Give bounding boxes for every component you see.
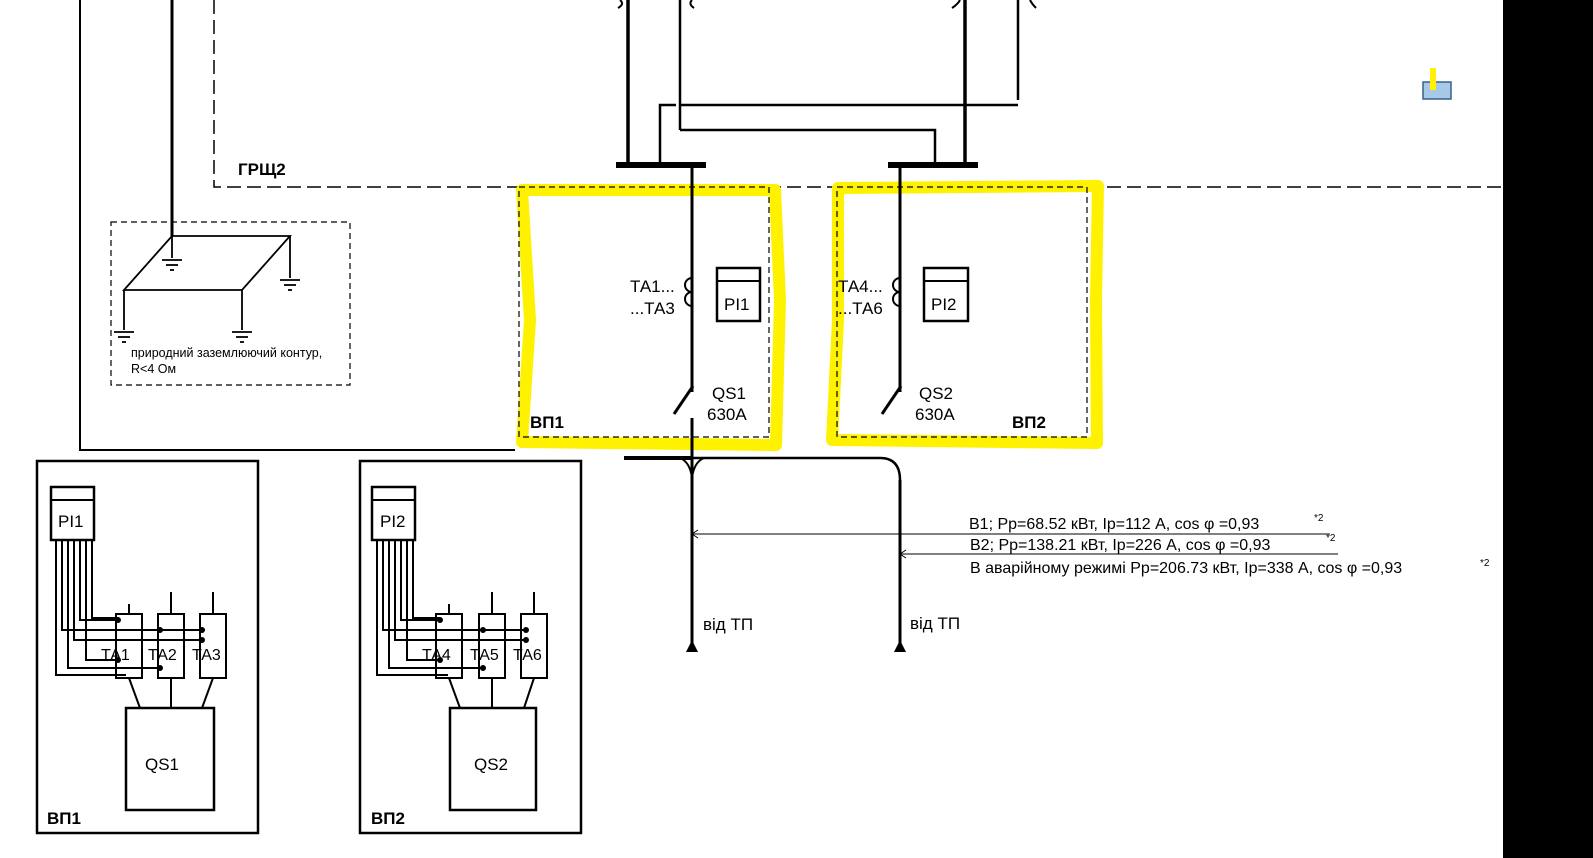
load-b2-footnote: *2 (1326, 533, 1336, 544)
detail-vp1-pi-label: PI1 (58, 512, 84, 531)
detail-vp2-pi-label: PI2 (380, 512, 406, 531)
qs1-label: QS1 (712, 384, 746, 403)
grsh-boundary (213, 0, 1503, 188)
detail-vp2-panel-label: ВП2 (371, 809, 405, 828)
pi1-meter (715, 266, 762, 323)
top-busbar-wiring (170, 0, 1037, 236)
detail-vp2-ta-a: ТА4 (422, 647, 451, 664)
detail-vp1-panel-label: ВП1 (47, 809, 81, 828)
ta1-bottom-label: ...ТА3 (630, 299, 675, 318)
detail-vp1-qs-box (124, 706, 216, 812)
pi2-meter (922, 266, 970, 323)
ta1-top-label: ТА1... (630, 277, 675, 296)
ground-contour-box (110, 221, 351, 386)
load-b2-text: В2; Рр=138.21 кВт, Ір=226 А, cos φ =0,93 (970, 537, 1270, 554)
detail-vp2-ta-c: ТА6 (513, 647, 542, 664)
detail-vp2-pi-meter (370, 485, 417, 542)
load-b1-text: В1; Рр=68.52 кВт, Ір=112 А, cos φ =0,93 (969, 516, 1259, 533)
vp2-label: ВП2 (1012, 413, 1046, 432)
qs1-rating: 630А (707, 405, 747, 424)
ground-description-1: природний заземлюючий контур, (131, 346, 322, 360)
detail-vp1-qs-label: QS1 (145, 755, 179, 774)
pi1-label: PI1 (724, 295, 750, 314)
detail-vp1-ta-b: ТА2 (148, 647, 177, 664)
from-tp-2-arrow (894, 640, 906, 652)
main-frame-border (79, 0, 515, 451)
detail-vp1-ct (115, 592, 227, 709)
vp1-label: ВП1 (530, 413, 564, 432)
detail-connection-dots (115, 617, 529, 671)
from-tp-1-arrow (686, 640, 698, 652)
detail-vp1-wiring (55, 540, 205, 676)
ground-icon (114, 259, 300, 343)
bookmark-marker-icon (1422, 68, 1452, 100)
vp2-highlight (826, 180, 1104, 449)
detail-vp2-frame (358, 459, 583, 835)
detail-vp2-ta-b: ТА5 (470, 647, 499, 664)
detail-vp2-ct (435, 592, 548, 709)
ta4-top-label: ТА4... (838, 277, 883, 296)
from-tp-1-label: від ТП (703, 615, 753, 634)
detail-vp1-ta-a: ТА1 (101, 647, 130, 664)
ta4-bottom-label: ...ТА6 (838, 299, 883, 318)
bottom-busbar (624, 456, 902, 481)
detail-vp1-ta-c: ТА3 (192, 647, 221, 664)
emergency-load-footnote: *2 (1480, 558, 1490, 569)
detail-vp1-pi-meter (49, 485, 96, 542)
ground-description-2: R<4 Ом (131, 362, 176, 376)
feeder-2-line (880, 165, 903, 648)
qs2-rating: 630А (915, 405, 955, 424)
pi2-label: PI2 (931, 295, 957, 314)
load-b1-footnote: *2 (1314, 513, 1324, 524)
feeder-1-line (672, 165, 695, 648)
vp1-highlight (516, 184, 786, 451)
detail-vp2-qs-box (448, 706, 538, 812)
vp2-boundary (836, 186, 1088, 438)
detail-vp1-frame (35, 459, 260, 835)
emergency-load-text: В аварійному режимі Рр=206.73 кВт, Ір=33… (970, 560, 1402, 577)
load-annotation-leaders (691, 529, 1338, 559)
ground-grid (121, 235, 293, 330)
detail-vp2-qs-label: QS2 (474, 755, 508, 774)
vp1-boundary (518, 186, 770, 438)
from-tp-2-label: від ТП (910, 614, 960, 633)
qs2-label: QS2 (919, 384, 953, 403)
grsh-label: ГРЩ2 (238, 160, 286, 179)
black-side-bar (1503, 0, 1593, 858)
